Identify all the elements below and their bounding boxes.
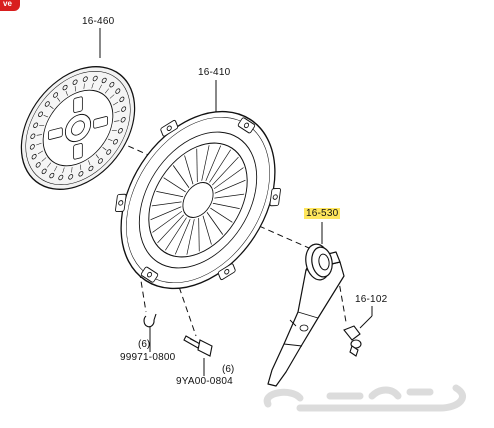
label-pressure-plate: 16-410	[198, 67, 231, 78]
qty-mounting-bolt: (6)	[222, 364, 235, 375]
lock-washer-drawing	[143, 313, 157, 328]
leader-lines	[99, 28, 373, 376]
release-bearing-drawing	[305, 243, 333, 281]
label-release-bearing: 16-530	[304, 208, 341, 219]
release-fork-drawing	[267, 251, 345, 387]
label-fork-pivot-bolt: 16-102	[355, 294, 388, 305]
fork-pivot-bolt-drawing	[343, 325, 362, 357]
label-clutch-disc: 16-460	[82, 16, 115, 27]
pressure-plate-drawing	[115, 110, 281, 290]
mounting-bolt-drawing	[183, 335, 213, 357]
haraj-logo-watermark	[263, 384, 466, 412]
clutch-disc-drawing	[20, 66, 136, 190]
brand-badge: ve	[0, 0, 20, 11]
label-lock-washer: 99971-0800	[120, 352, 176, 363]
qty-lock-washer: (6)	[138, 339, 151, 350]
label-mounting-bolt: 9YA00-0804	[176, 376, 233, 387]
